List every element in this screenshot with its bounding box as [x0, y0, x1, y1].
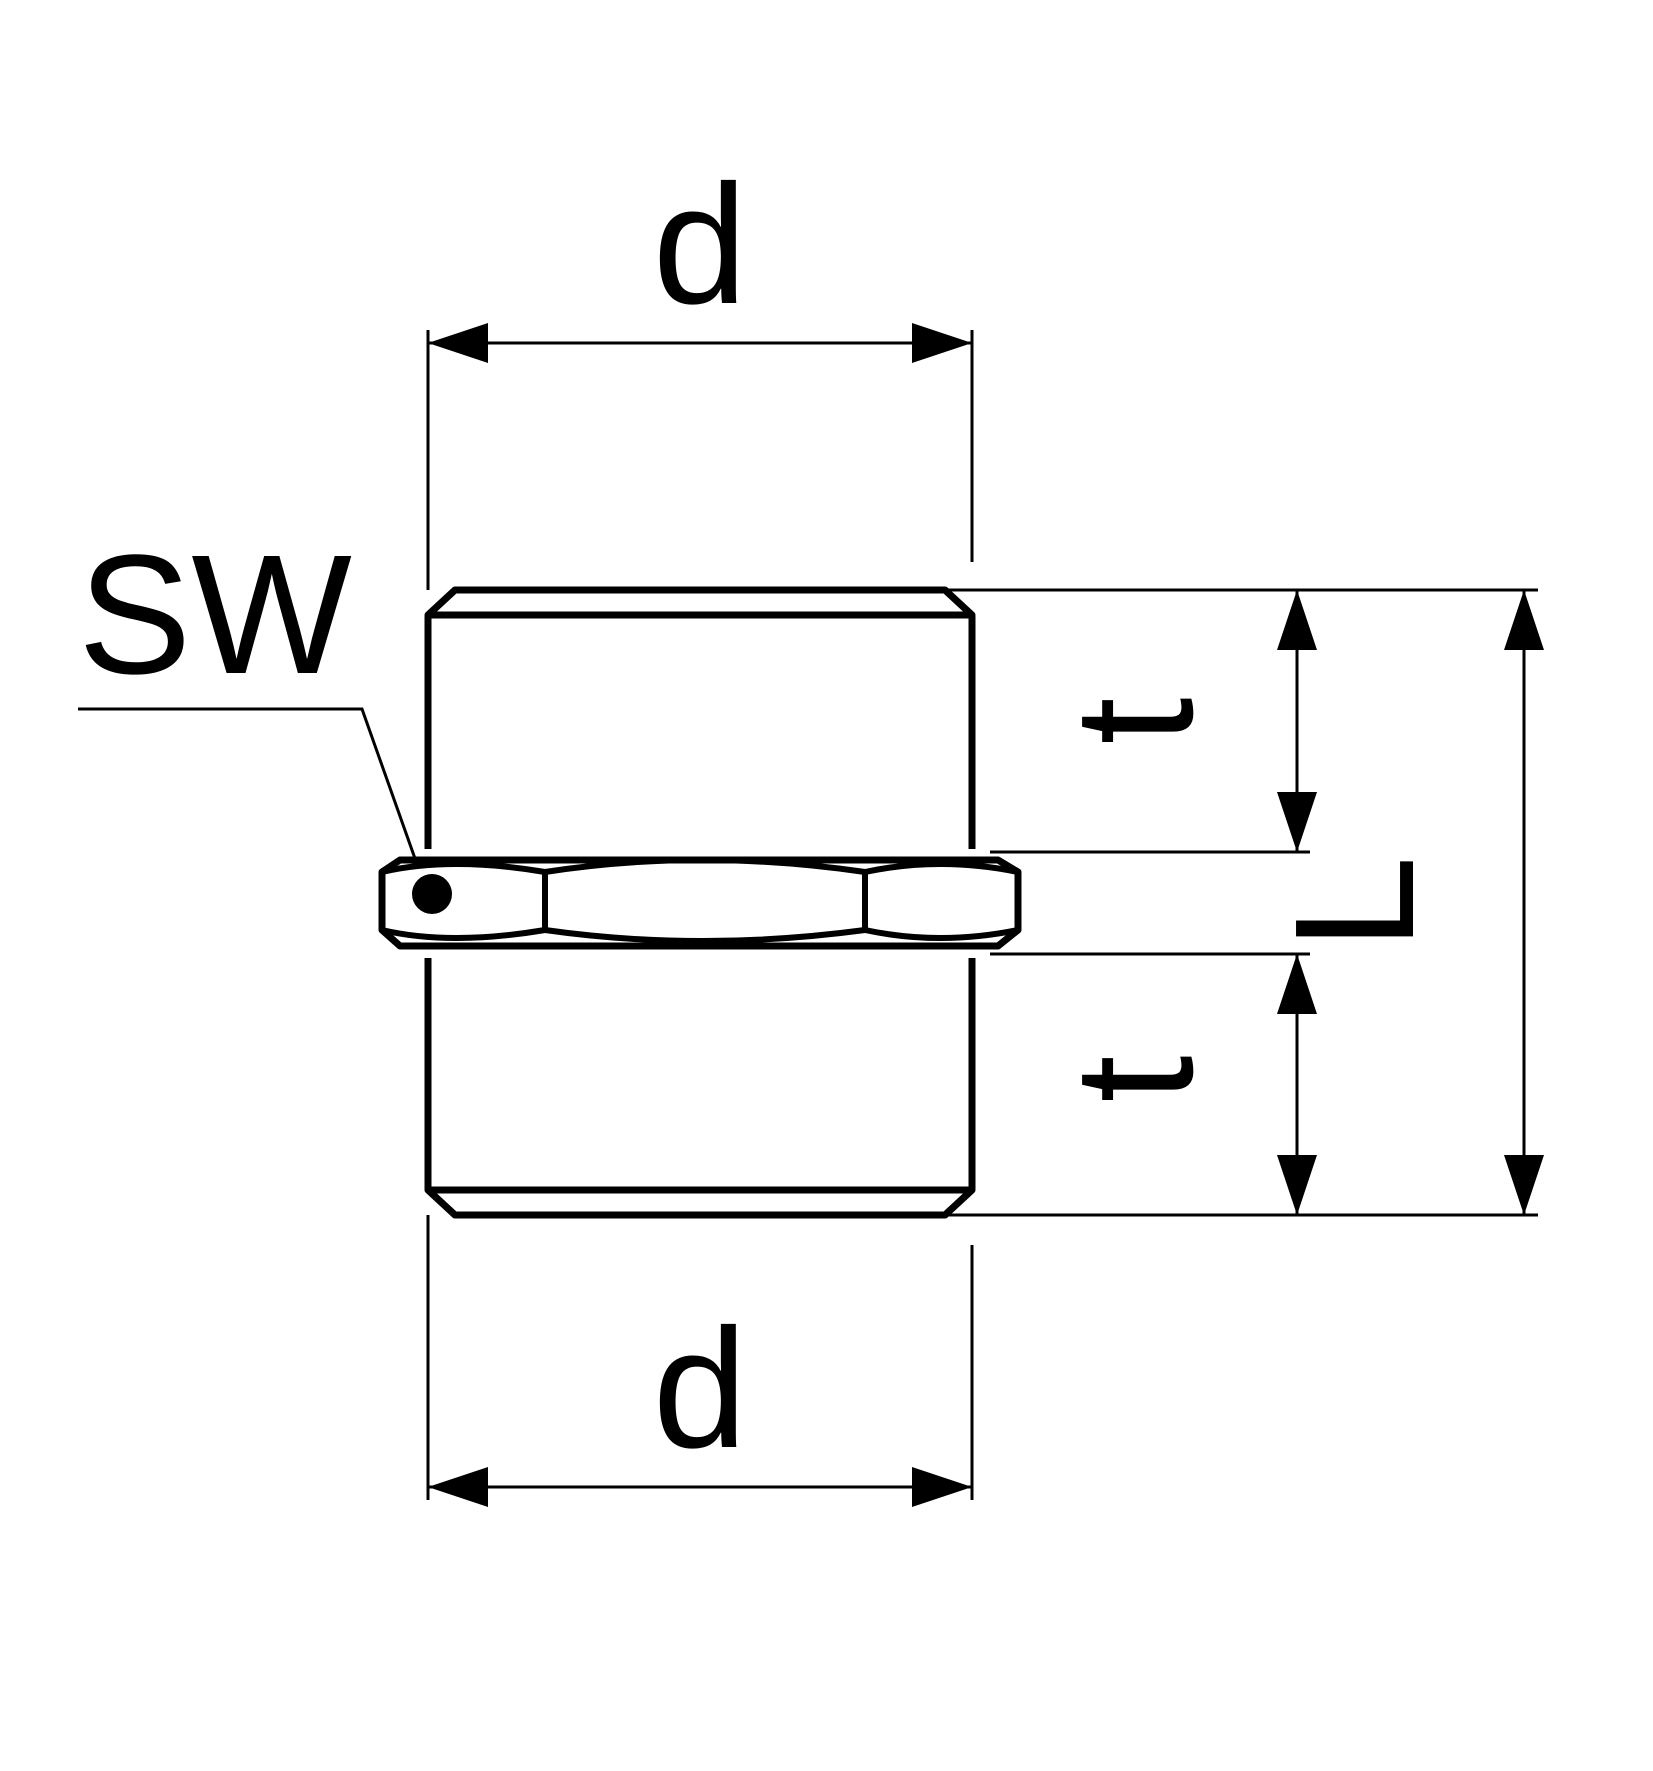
hex-band-outline: [378, 856, 1022, 950]
dimension-lines: [78, 323, 1544, 1507]
hex-flat-center: [542, 857, 868, 944]
label-t-lower: t: [1039, 1055, 1229, 1102]
sw-leader-line: [78, 707, 420, 868]
hex-flat-left: [381, 861, 548, 941]
label-d-bottom: d: [653, 1294, 748, 1484]
sw-reference-dot: [412, 874, 452, 914]
label-L: L: [1260, 856, 1450, 951]
label-t-upper: t: [1039, 697, 1229, 744]
label-sw: SW: [78, 520, 352, 710]
lower-thread-outline: [424, 958, 976, 1219]
label-d-top: d: [653, 150, 748, 340]
hex-flat-right: [864, 861, 1019, 941]
upper-thread-outline: [424, 586, 976, 849]
fitting-body: [378, 586, 1022, 1219]
